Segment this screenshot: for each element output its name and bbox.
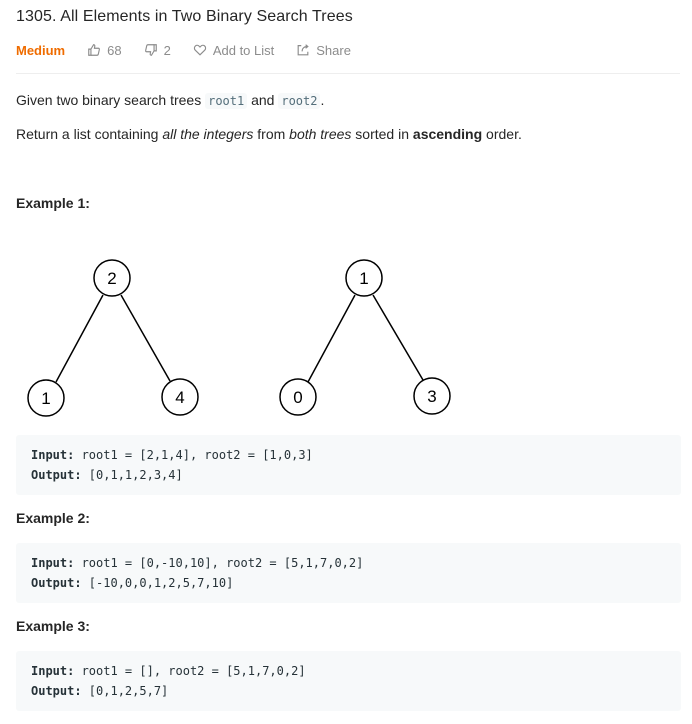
text: sorted in	[351, 126, 413, 142]
input-label: Input:	[31, 556, 75, 570]
example-2-code-block: Input: root1 = [0,-10,10], root2 = [5,1,…	[16, 543, 681, 603]
code-root1: root1	[205, 93, 248, 109]
thumbs-down-icon	[144, 44, 157, 56]
output-label: Output:	[31, 684, 82, 698]
input-value: root1 = [0,-10,10], root2 = [5,1,7,0,2]	[74, 556, 364, 570]
tree1-right-label: 4	[175, 388, 184, 407]
tree1-root-node	[93, 259, 131, 297]
tree1-left-node	[27, 379, 65, 417]
example-3-code-block: Input: root1 = [], root2 = [5,1,7,0,2] O…	[16, 651, 681, 711]
add-to-list-button[interactable]: Add to List	[193, 43, 274, 58]
output-value: [-10,0,0,1,2,5,7,10]	[81, 576, 234, 590]
difficulty-badge: Medium	[16, 42, 66, 58]
tree1-left-label: 1	[41, 389, 50, 408]
problem-title: 1305. All Elements in Two Binary Search …	[16, 8, 353, 25]
tree2-edge-right	[372, 294, 424, 381]
input-label: Input:	[31, 664, 75, 678]
tree1-edge-right	[120, 294, 171, 382]
input-line: Input: root1 = [0,-10,10], root2 = [5,1,…	[31, 553, 666, 573]
output-label: Output:	[31, 576, 82, 590]
tree2-left-label: 0	[293, 388, 302, 407]
text: and	[247, 92, 279, 108]
thumbs-up-icon	[88, 44, 101, 56]
problem-meta-bar: Medium 68 2 Add to List Share	[16, 40, 373, 60]
tree2-right-label: 3	[427, 387, 436, 406]
example-1-title: Example 1:	[16, 195, 90, 211]
text: order.	[482, 126, 522, 142]
tree2-left-node	[279, 378, 317, 416]
input-line: Input: root1 = [2,1,4], root2 = [1,0,3]	[31, 445, 666, 465]
emphasis: all the integers	[162, 126, 254, 142]
tree1-right-node	[161, 378, 199, 416]
input-label: Input:	[31, 448, 75, 462]
like-button[interactable]: 68	[87, 42, 122, 58]
heart-icon	[193, 44, 206, 56]
dislike-button[interactable]: 2	[144, 43, 171, 58]
input-value: root1 = [], root2 = [5,1,7,0,2]	[74, 664, 306, 678]
example-3-title: Example 3:	[16, 618, 90, 634]
input-line: Input: root1 = [], root2 = [5,1,7,0,2]	[31, 661, 666, 681]
text: from	[253, 126, 290, 142]
header-divider	[16, 73, 680, 74]
text: Given two binary search trees	[16, 92, 206, 108]
input-value: root1 = [2,1,4], root2 = [1,0,3]	[74, 448, 313, 462]
output-line: Output: [0,1,2,5,7]	[31, 681, 666, 701]
emphasis: both trees	[289, 126, 352, 142]
like-count: 68	[107, 42, 122, 58]
tree1-root-label: 2	[107, 269, 116, 288]
example-1-code-block: Input: root1 = [2,1,4], root2 = [1,0,3] …	[16, 435, 681, 495]
add-to-list-label: Add to List	[212, 42, 275, 58]
output-line: Output: [0,1,1,2,3,4]	[31, 465, 666, 485]
tree2-right-node	[413, 377, 451, 415]
share-icon	[297, 44, 309, 56]
example-1-tree-diagram: 2 1 4 1 0 3	[27, 259, 451, 417]
share-button[interactable]: Share	[296, 43, 351, 58]
output-label: Output:	[31, 468, 82, 482]
output-value: [0,1,1,2,3,4]	[81, 468, 183, 482]
share-label: Share	[316, 42, 351, 58]
text: .	[320, 92, 325, 108]
text: Return a list containing	[16, 126, 163, 142]
tree2-root-label: 1	[359, 269, 368, 288]
code-root2: root2	[278, 93, 321, 109]
tree1-edge-left	[55, 294, 104, 383]
description-paragraph-1: Given two binary search trees root1 and …	[16, 90, 324, 111]
dislike-count: 2	[163, 42, 171, 58]
example-2-title: Example 2:	[16, 510, 90, 526]
strong-text: ascending	[412, 126, 483, 142]
output-line: Output: [-10,0,0,1,2,5,7,10]	[31, 573, 666, 593]
description-paragraph-2: Return a list containing all the integer…	[16, 124, 522, 144]
tree2-edge-left	[307, 294, 356, 383]
output-value: [0,1,2,5,7]	[81, 684, 169, 698]
tree2-root-node	[345, 259, 383, 297]
